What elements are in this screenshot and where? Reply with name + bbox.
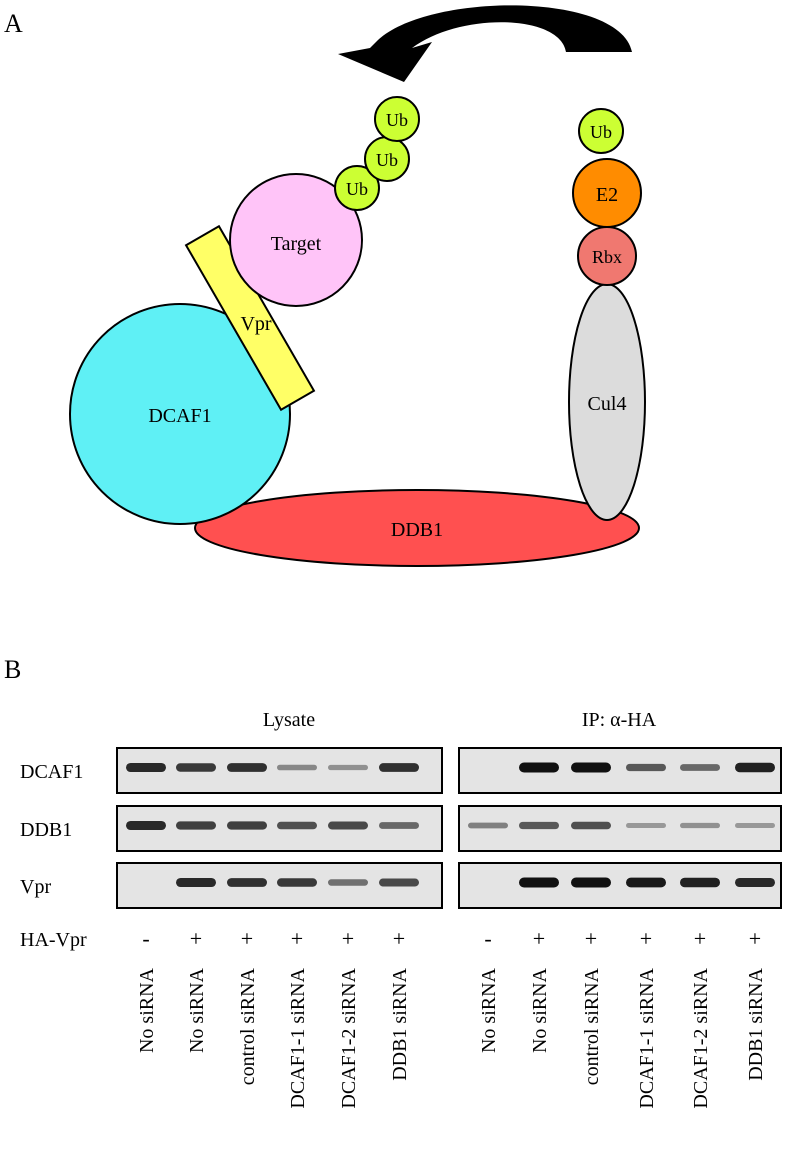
target-label: Target [271,233,322,255]
cul4-label: Cul4 [588,393,627,415]
western-blots [116,747,782,909]
hva-vpr-sign-ip-3: + [585,926,597,951]
band-ip-ddb1-5 [680,822,720,829]
lane-name-lysate-5: DCAF1-2 siRNA [338,967,360,1108]
hva-vpr-sign-lysate-3: + [241,926,253,951]
lane-name-lysate-3: control siRNA [237,967,259,1085]
ip-header: IP: α-HA [582,709,657,731]
hva-vpr-sign-lysate-1: - [142,926,149,951]
hva-vpr-signs: - + + + + + - + + + + + [142,926,761,951]
hva-vpr-sign-ip-6: + [749,926,761,951]
band-lysate-dcaf1-3 [227,763,267,772]
vpr-shape [184,224,316,412]
blot-frame-ip-vpr [458,862,782,909]
ubiquitin-transfer-arrow [338,5,632,83]
band-lysate-vpr-6 [379,878,419,887]
ub-label-2: Ub [376,150,398,170]
hva-vpr-sign-lysate-6: + [393,926,405,951]
band-ip-vpr-5 [680,877,720,888]
hva-vpr-sign-ip-2: + [533,926,545,951]
band-lysate-vpr-2 [176,877,216,888]
ub-label-e2: Ub [590,122,612,142]
panel-b-label: B [4,655,21,684]
band-ip-dcaf1-6 [735,762,775,773]
band-ip-vpr-3 [571,877,611,888]
lane-name-lysate-6: DDB1 siRNA [389,967,411,1080]
band-lysate-ddb1-6 [379,822,419,829]
treatment-label: HA-Vpr [20,929,87,951]
band-lysate-ddb1-4 [277,821,317,830]
hva-vpr-sign-lysate-5: + [342,926,354,951]
band-lysate-dcaf1-4 [277,764,317,771]
lane-name-ip-2: No siRNA [529,967,551,1053]
band-lysate-dcaf1-5 [328,764,368,771]
band-lysate-vpr-3 [227,878,267,887]
band-ip-vpr-2 [519,877,559,888]
blot-frame-ip-ddb1 [458,805,782,852]
band-ip-dcaf1-2 [519,762,559,773]
band-lysate-ddb1-1 [126,820,166,831]
row-label-dcaf1: DCAF1 [20,761,83,783]
lane-name-lysate-4: DCAF1-1 siRNA [287,967,309,1108]
band-lysate-ddb1-2 [176,821,216,830]
lane-names: No siRNA No siRNA control siRNA DCAF1-1 siR… [136,967,767,1108]
target-shape [229,173,363,307]
row-label-ddb1: DDB1 [20,819,72,841]
ub-shape-e2 [578,108,624,154]
hva-vpr-sign-ip-4: + [640,926,652,951]
band-ip-vpr-4 [626,877,666,888]
band-lysate-vpr-5 [328,879,368,886]
blot-frame-ip-dcaf1 [458,747,782,794]
band-lysate-ddb1-5 [328,821,368,830]
vpr-label: Vpr [240,313,271,335]
band-ip-dcaf1-5 [680,764,720,771]
panel-a-label: A [4,9,23,38]
hva-vpr-sign-lysate-4: + [291,926,303,951]
row-label-vpr: Vpr [20,876,51,898]
band-ip-ddb1-4 [626,823,666,828]
band-ip-ddb1-6 [735,823,775,828]
ub-label-1: Ub [346,179,368,199]
ub-label-3: Ub [386,110,408,130]
band-ip-ddb1-1 [468,822,508,829]
rbx-label: Rbx [592,247,622,267]
lane-name-ip-4: DCAF1-1 siRNA [636,967,658,1108]
lane-name-lysate-1: No siRNA [136,967,158,1053]
e2-label: E2 [596,184,618,206]
lane-name-lysate-2: No siRNA [186,967,208,1053]
ddb1-label: DDB1 [391,519,443,541]
ddb1-shape [194,489,640,567]
band-ip-dcaf1-3 [571,762,611,773]
lane-name-ip-1: No siRNA [478,967,500,1053]
band-lysate-dcaf1-1 [126,762,166,773]
ub-shape-1 [334,165,380,211]
hva-vpr-sign-ip-1: - [484,926,491,951]
ub-shape-3 [374,96,420,142]
lysate-header: Lysate [263,709,315,731]
band-ip-ddb1-3 [571,821,611,830]
lane-name-ip-5: DCAF1-2 siRNA [690,967,712,1108]
lane-name-ip-3: control siRNA [581,967,603,1085]
lane-name-ip-6: DDB1 siRNA [745,967,767,1080]
hva-vpr-sign-ip-5: + [694,926,706,951]
band-ip-vpr-6 [735,877,775,888]
e2-shape [572,158,642,228]
band-ip-dcaf1-4 [626,763,666,772]
dcaf1-label: DCAF1 [148,405,211,427]
hva-vpr-sign-lysate-2: + [190,926,202,951]
dcaf1-shape [69,303,291,525]
band-lysate-dcaf1-6 [379,763,419,772]
band-ip-ddb1-2 [519,821,559,830]
band-lysate-ddb1-3 [227,821,267,830]
band-lysate-dcaf1-2 [176,763,216,772]
band-lysate-vpr-4 [277,878,317,887]
